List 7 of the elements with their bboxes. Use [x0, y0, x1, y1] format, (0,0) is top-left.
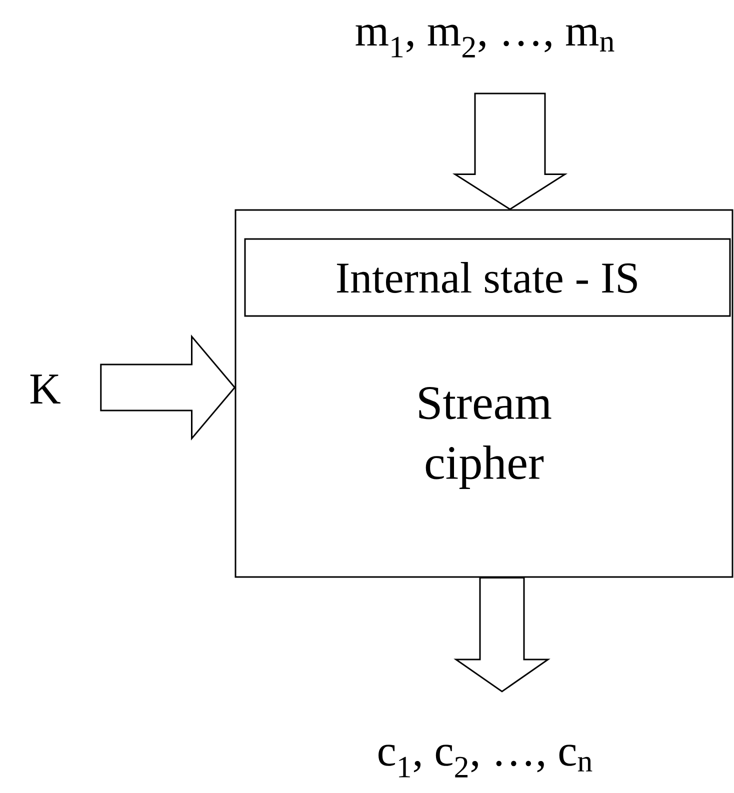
block-arrow	[100, 334, 236, 441]
key-label: K	[30, 374, 60, 404]
block-arrow	[454, 577, 550, 692]
sequence-label: m$_{1}$, m$_{2}$, …, m$_{n}$	[356, 24, 614, 58]
state-box: Internal state - IS	[244, 238, 731, 317]
sequence-label: c$_{1}$, c$_{2}$, …, c$_{n}$	[378, 744, 592, 778]
block-arrow	[452, 92, 568, 210]
